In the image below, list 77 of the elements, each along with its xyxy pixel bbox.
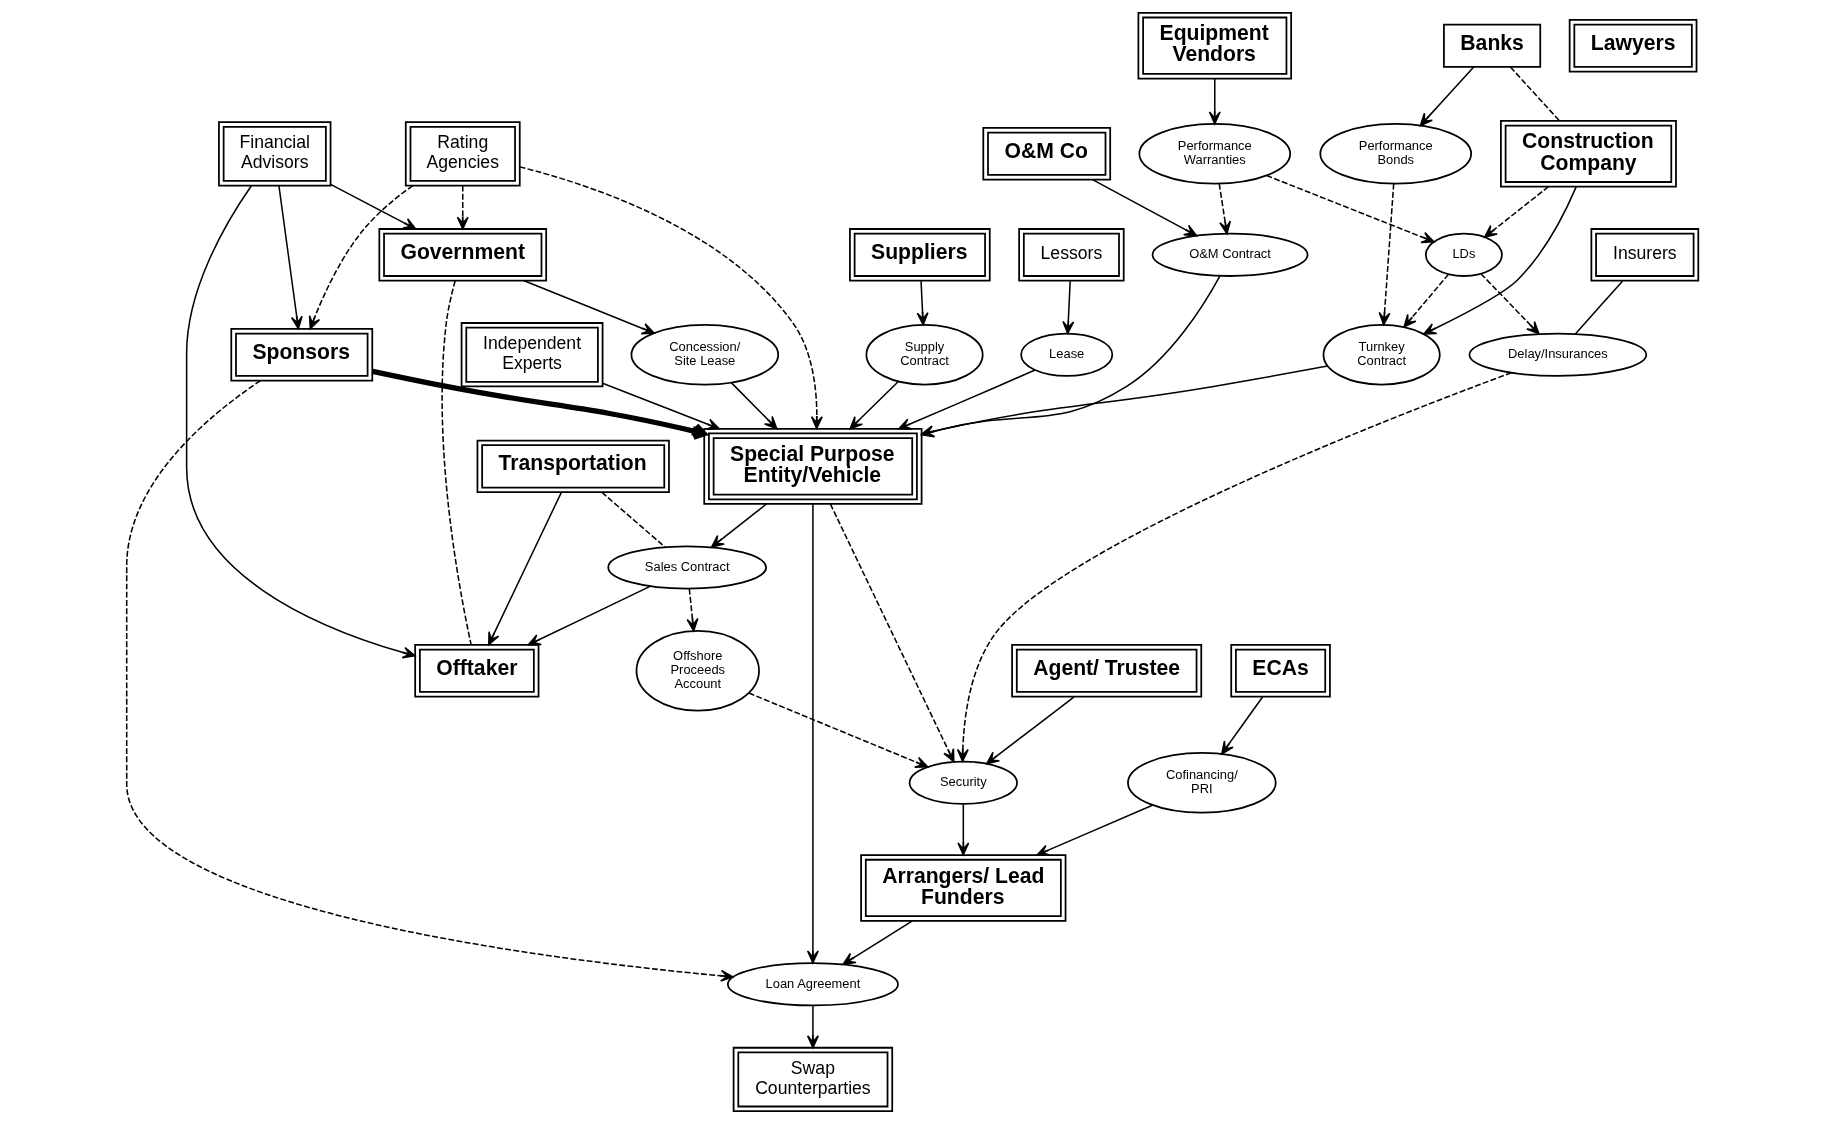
node-box: Transportation [476,439,670,494]
arrow [685,588,698,632]
arrow [1061,280,1074,335]
arrow [522,280,655,335]
node-box: Sponsors [229,328,373,382]
connector [1574,280,1623,335]
arrow [747,692,928,769]
node-box: Banks [1442,23,1541,68]
arrow [527,585,651,646]
arrow [848,381,899,430]
node-ellipse: Cofinancing/ PRI [1126,752,1277,814]
connector [600,491,666,548]
arrow [601,382,720,431]
arrow [518,166,823,430]
node-box: Independent Experts [460,322,603,388]
arrow [277,184,303,330]
arrow [371,368,707,440]
arrow [1035,804,1153,856]
node-box: Insurers [1590,228,1699,282]
arrow [1218,183,1231,235]
arrow [1220,696,1263,755]
node-ellipse: Lease [1019,332,1113,377]
arrow [1208,77,1221,125]
node-box: Special Purpose Entity/Vehicle [702,427,922,505]
arrow [308,184,414,330]
arrow [916,280,929,326]
arrow [841,920,913,965]
node-box: Government [377,228,547,282]
arrow [806,1004,819,1049]
arrow [920,365,1328,438]
node-ellipse: Supply Contract [865,324,984,386]
node-box: Offtaker [413,644,539,698]
arrow [1265,174,1435,244]
node-box: Rating Agencies [404,121,521,187]
arrow [1091,179,1197,237]
arrow [829,503,954,763]
node-box: Lessors [1017,228,1125,282]
node-box: Agent/ Trustee [1010,644,1202,698]
node-box: O&M Co [981,127,1111,181]
node-ellipse: O&M Contract [1151,232,1308,277]
arrow [806,503,819,964]
arrow [956,372,1512,763]
node-box: ECAs [1229,644,1331,698]
arrow [456,184,469,230]
node-ellipse: Performance Warranties [1137,123,1291,185]
arrow [710,503,767,548]
node-ellipse: Security [908,760,1018,805]
node-ellipse: Delay/Insurances [1468,332,1647,377]
node-box: Suppliers [848,228,991,282]
node-box: Lawyers [1568,18,1697,73]
arrow [1402,273,1449,328]
node-ellipse: Loan Agreement [726,962,899,1007]
arrow [897,369,1036,430]
node-box: Arrangers/ Lead Funders [859,854,1066,922]
arrow [956,803,969,856]
arrow [1419,66,1474,127]
arrow [1483,186,1549,238]
arrow [185,185,416,659]
node-box: Equipment Vendors [1137,11,1292,80]
arrow [1479,273,1540,335]
arrow [329,183,416,230]
node-ellipse: Performance Bonds [1318,123,1472,185]
arrow [125,380,734,982]
node-ellipse: Sales Contract [606,545,767,590]
connector [440,280,472,646]
connector [1509,66,1560,122]
node-box: Construction Company [1499,120,1677,188]
node-box: Swap Counterparties [732,1046,893,1113]
node-ellipse: Offshore Proceeds Account [635,630,760,712]
arrow [1422,186,1577,335]
arrow [487,491,562,646]
arrow [985,696,1075,765]
node-box: Financial Advisors [217,121,331,187]
arrow [1377,183,1394,326]
arrow [920,275,1221,438]
node-ellipse: LDs [1424,232,1503,277]
arrow [730,382,777,430]
